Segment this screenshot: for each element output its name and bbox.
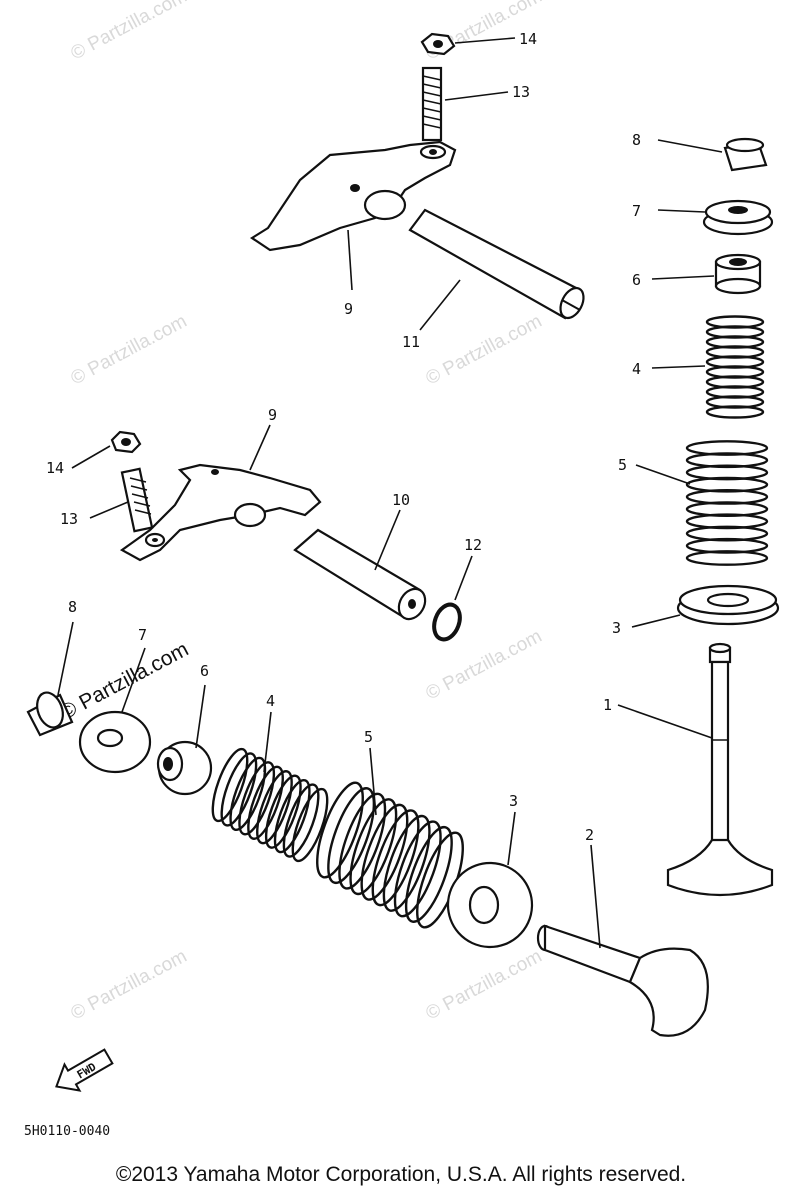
callout-9: 9 bbox=[344, 300, 353, 318]
outer-spring-right bbox=[685, 440, 769, 566]
callout-11: 11 bbox=[402, 333, 420, 351]
diagram-code: 5H0110-0040 bbox=[24, 1124, 110, 1139]
adjuster-screw-upper bbox=[421, 66, 443, 142]
leader-line bbox=[651, 365, 706, 369]
callout-3: 3 bbox=[612, 619, 621, 637]
locknut-upper bbox=[420, 32, 456, 56]
rocker-shaft-11 bbox=[408, 208, 585, 320]
spring-retainer-lower bbox=[78, 710, 152, 774]
leader-line bbox=[195, 684, 206, 749]
callout-1: 1 bbox=[603, 696, 612, 714]
leader-line bbox=[444, 91, 509, 101]
leader-line bbox=[374, 509, 401, 571]
leader-line bbox=[249, 424, 271, 471]
rocker-arm-upper bbox=[249, 140, 457, 252]
watermark: © Partzilla.com bbox=[422, 946, 545, 1025]
copyright-notice: ©2013 Yamaha Motor Corporation, U.S.A. A… bbox=[115, 1163, 687, 1186]
spring-seat-lower bbox=[446, 861, 534, 949]
callout-8: 8 bbox=[68, 598, 77, 616]
leader-line bbox=[507, 811, 516, 866]
exhaust-valve-2 bbox=[536, 924, 709, 1037]
intake-valve-1 bbox=[666, 642, 774, 897]
callout-2: 2 bbox=[585, 826, 594, 844]
valve-stem-seal-right bbox=[714, 253, 762, 295]
leader-line bbox=[631, 614, 681, 628]
leader-line bbox=[657, 139, 723, 153]
leader-line bbox=[263, 711, 272, 773]
callout-13: 13 bbox=[60, 510, 78, 528]
leader-line bbox=[369, 747, 377, 816]
spring-seat-right bbox=[676, 584, 780, 626]
leader-line bbox=[635, 464, 691, 485]
watermark: © Partzilla.com bbox=[422, 311, 545, 390]
callout-4: 4 bbox=[266, 692, 275, 710]
callout-12: 12 bbox=[464, 536, 482, 554]
callout-3: 3 bbox=[509, 792, 518, 810]
callout-13: 13 bbox=[512, 83, 530, 101]
inner-spring-lower bbox=[211, 747, 329, 863]
fwd-arrow-icon: FWD bbox=[55, 1048, 114, 1092]
leader-line bbox=[454, 555, 473, 601]
callout-6: 6 bbox=[200, 662, 209, 680]
adjuster-screw-lower bbox=[120, 467, 154, 533]
watermark: © Partzilla.com bbox=[67, 0, 190, 64]
callout-9: 9 bbox=[268, 406, 277, 424]
callout-10: 10 bbox=[392, 491, 410, 509]
outer-spring-lower bbox=[316, 781, 464, 929]
callout-5: 5 bbox=[618, 456, 627, 474]
callout-6: 6 bbox=[632, 271, 641, 289]
leader-line bbox=[454, 37, 516, 44]
leader-line bbox=[71, 445, 111, 469]
callout-4: 4 bbox=[632, 360, 641, 378]
rocker-arm-lower bbox=[119, 463, 322, 562]
callout-14: 14 bbox=[46, 459, 64, 477]
diagram-canvas: © Partzilla.com © Partzilla.com © Partzi… bbox=[24, 0, 780, 1139]
callouts: 14 13 8 7 6 4 5 9 11 9 14 13 10 12 3 1 8… bbox=[46, 30, 641, 844]
callout-5: 5 bbox=[364, 728, 373, 746]
leader-line bbox=[121, 647, 146, 713]
watermark: © Partzilla.com bbox=[67, 946, 190, 1025]
valve-stem-seal-lower bbox=[156, 740, 213, 796]
watermark: © Partzilla.com bbox=[67, 311, 190, 390]
leader-line bbox=[590, 844, 601, 949]
callout-14: 14 bbox=[519, 30, 537, 48]
leader-line bbox=[347, 229, 353, 291]
callout-7: 7 bbox=[632, 202, 641, 220]
leader-line bbox=[419, 279, 461, 331]
rocker-shaft-10 bbox=[293, 528, 427, 621]
spring-retainer-right bbox=[702, 199, 774, 236]
leader-line bbox=[57, 621, 74, 696]
leader-line bbox=[617, 704, 713, 739]
locknut-lower bbox=[110, 430, 142, 454]
leader-line bbox=[657, 209, 706, 213]
callout-8: 8 bbox=[632, 131, 641, 149]
leader-line bbox=[89, 501, 129, 519]
o-ring-12 bbox=[432, 602, 462, 642]
callout-7: 7 bbox=[138, 626, 147, 644]
leader-line bbox=[651, 275, 715, 280]
watermark-dark: © Partzilla.com bbox=[57, 638, 193, 725]
valve-cotter-lower bbox=[26, 691, 74, 737]
valve-cotter-right bbox=[723, 137, 768, 172]
inner-spring-right bbox=[705, 315, 765, 419]
